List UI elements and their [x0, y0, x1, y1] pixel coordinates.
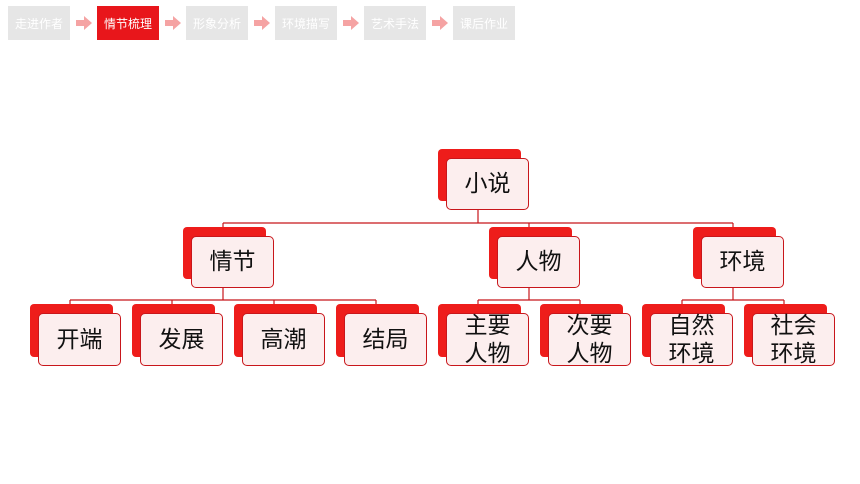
arrow-right-icon: [343, 16, 359, 30]
section-nav: 走进作者 情节梳理 形象分析 环境描写 艺术手法 课后作业: [0, 0, 860, 50]
node-exposition: 开端: [30, 304, 121, 366]
node-plot: 情节: [183, 227, 274, 288]
arrow-right-icon: [432, 16, 448, 30]
node-label: 人物: [497, 236, 580, 288]
node-label: 发展: [140, 313, 223, 366]
node-label: 自然 环境: [650, 313, 733, 367]
tab-environment[interactable]: 环境描写: [275, 6, 337, 40]
tab-author[interactable]: 走进作者: [8, 6, 70, 40]
node-minor-characters: 次要 人物: [540, 304, 631, 367]
tab-technique[interactable]: 艺术手法: [364, 6, 426, 40]
node-label: 结局: [344, 313, 427, 366]
node-label: 小说: [446, 158, 529, 210]
node-label: 环境: [701, 236, 784, 288]
node-root-novel: 小说: [438, 149, 529, 210]
node-label: 主要 人物: [446, 313, 529, 367]
node-ending: 结局: [336, 304, 427, 366]
arrow-right-icon: [254, 16, 270, 30]
node-label: 情节: [191, 236, 274, 288]
arrow-right-icon: [165, 16, 181, 30]
node-label: 高潮: [242, 313, 325, 366]
node-label: 开端: [38, 313, 121, 366]
node-character: 人物: [489, 227, 580, 288]
tab-plot[interactable]: 情节梳理: [97, 6, 159, 40]
node-climax: 高潮: [234, 304, 325, 366]
node-label: 社会 环境: [752, 313, 835, 367]
tab-character[interactable]: 形象分析: [186, 6, 248, 40]
node-social-environment: 社会 环境: [744, 304, 835, 367]
node-development: 发展: [132, 304, 223, 366]
arrow-right-icon: [76, 16, 92, 30]
node-label: 次要 人物: [548, 313, 631, 367]
node-natural-environment: 自然 环境: [642, 304, 733, 367]
node-main-characters: 主要 人物: [438, 304, 529, 367]
tab-homework[interactable]: 课后作业: [453, 6, 515, 40]
node-environment: 环境: [693, 227, 784, 288]
